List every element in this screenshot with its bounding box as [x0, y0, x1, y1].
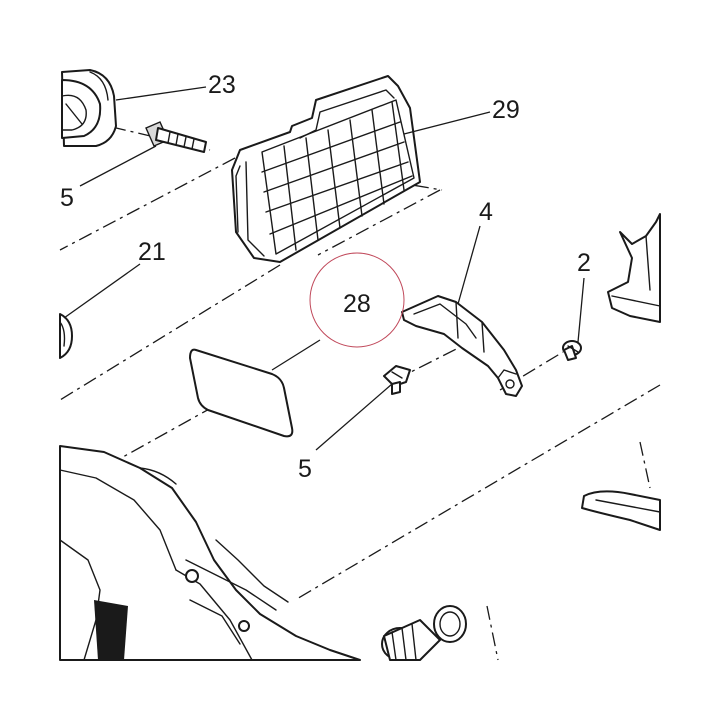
callout-21: 21: [138, 238, 166, 266]
callout-23: 23: [208, 71, 236, 99]
part-21-knob: [59, 313, 73, 359]
part-5-small-screw: [383, 365, 411, 395]
callout-4: 4: [479, 198, 493, 226]
callout-labels: 23 29 5 21 4 2 28 5: [60, 71, 591, 483]
part-5-long-screw: [145, 121, 207, 153]
o-ring: [433, 605, 467, 643]
callout-28: 28: [343, 290, 371, 318]
leader-lines: [63, 86, 585, 451]
callout-5-upper: 5: [60, 184, 74, 212]
right-housing-fragment: [607, 213, 661, 323]
callout-2: 2: [577, 249, 591, 277]
part-4-bracket: [401, 295, 523, 397]
highlight-circle: [309, 252, 405, 348]
main-body-housing: [59, 445, 361, 661]
callout-29: 29: [492, 96, 520, 124]
part-2-screw: [562, 340, 582, 361]
part-23-cap: [61, 69, 117, 147]
callout-5-lower: 5: [298, 455, 312, 483]
bearing: [381, 619, 441, 661]
part-28-gasket: [189, 348, 294, 438]
part-29-grid-filter: [231, 75, 421, 263]
right-lever-fragment: [581, 490, 661, 531]
